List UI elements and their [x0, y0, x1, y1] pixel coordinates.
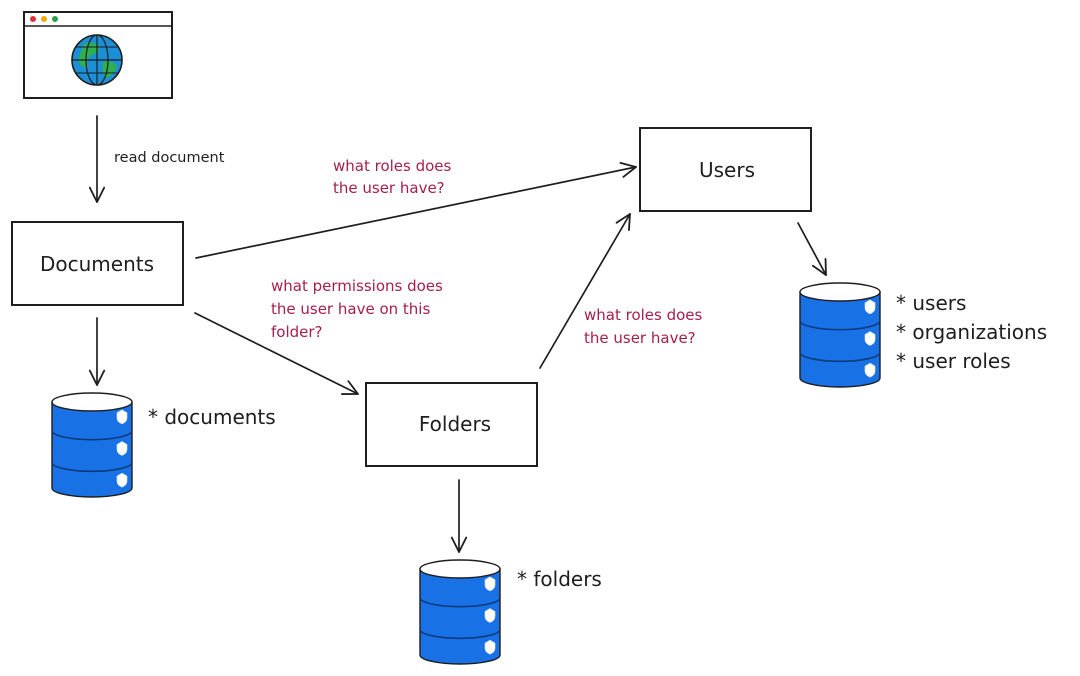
store-item: * documents: [148, 405, 276, 429]
read-document-label: read document: [114, 150, 225, 166]
question-line: what roles does: [333, 157, 452, 175]
question-documents-to-folders: what permissions does the user have on t…: [271, 277, 443, 341]
users-store-contents: * users * organizations * user roles: [896, 291, 1047, 373]
shield-icon: [864, 362, 876, 378]
store-item: * organizations: [896, 320, 1047, 344]
shield-icon: [484, 576, 496, 592]
folders-service-label: Folders: [419, 412, 491, 436]
database-icon: [419, 559, 501, 665]
users-service-label: Users: [699, 158, 755, 182]
question-line: the user have?: [584, 329, 696, 347]
database-top: [51, 392, 133, 412]
database-top: [419, 559, 501, 579]
window-maximize-dot: [52, 16, 58, 22]
globe-icon: [71, 34, 123, 86]
database-separator: [51, 430, 133, 441]
database-separator: [419, 597, 501, 608]
window-minimize-dot: [41, 16, 47, 22]
edge-folders-to-users: [539, 213, 631, 369]
store-item: * users: [896, 291, 966, 315]
database-body: [799, 291, 881, 388]
database-body: [419, 568, 501, 665]
window-close-dot: [30, 16, 36, 22]
folders-service: Folders: [365, 382, 538, 467]
folders-store-contents: * folders: [517, 567, 602, 591]
shield-icon: [864, 331, 876, 346]
question-line: the user have?: [333, 179, 445, 197]
database-top: [799, 282, 881, 302]
store-item: * user roles: [896, 349, 1011, 373]
database-separator: [799, 352, 881, 363]
question-line: folder?: [271, 323, 323, 341]
edge-documents-to-users: [195, 161, 637, 259]
shield-icon: [116, 441, 128, 456]
database-body: [51, 401, 133, 498]
database-separator: [419, 629, 501, 640]
browser-window-icon: [23, 11, 173, 99]
database-icon: [799, 282, 881, 388]
store-item: * folders: [517, 567, 602, 591]
shield-icon: [864, 299, 876, 315]
question-line: what permissions does: [271, 277, 443, 295]
database-separator: [799, 320, 881, 331]
shield-icon: [116, 409, 128, 425]
documents-service: Documents: [11, 221, 184, 306]
users-service: Users: [639, 127, 812, 212]
database-separator: [51, 462, 133, 473]
shield-icon: [116, 472, 128, 488]
documents-store-contents: * documents: [148, 405, 276, 429]
shield-icon: [484, 608, 496, 623]
database-icon: [51, 392, 133, 498]
edge-users-to-users-db: [797, 222, 827, 276]
question-line: what roles does: [584, 306, 703, 324]
shield-icon: [484, 639, 496, 655]
question-documents-to-users: what roles does the user have?: [333, 157, 452, 197]
documents-service-label: Documents: [40, 252, 154, 276]
question-line: the user have on this: [271, 300, 430, 318]
edge-documents-to-folders: [194, 312, 359, 395]
question-folders-to-users: what roles does the user have?: [584, 306, 703, 347]
